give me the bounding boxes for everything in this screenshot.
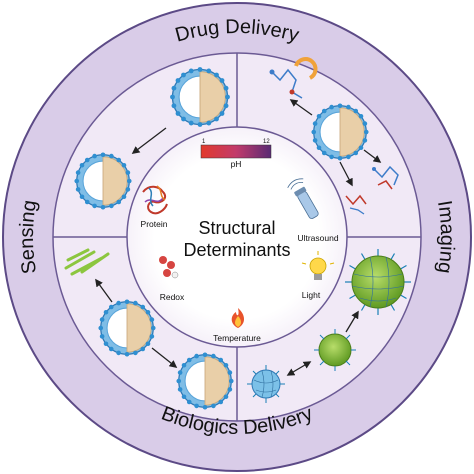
ultrasound-label: Ultrasound [297,233,338,243]
arrow-release-up [289,99,313,116]
temperature-label: Temperature [213,333,261,343]
arrow-release-right [363,149,382,163]
polymer-fragment-icon [269,57,318,99]
protein-label: Protein [141,219,168,229]
ph-max-label: 12 [263,139,270,145]
lightbulb-icon [301,251,335,280]
flame-icon [231,308,244,328]
ph-min-label: 1 [202,139,206,145]
redox-icon [159,256,179,279]
nanoparticle-large [345,249,411,315]
nanoparticle-medium [314,329,356,371]
arrow-drug [131,127,167,154]
protein-icon [142,185,168,215]
ph-scale: 1 12 pH [200,139,272,169]
center-title-line1: Structural [198,218,275,238]
nanoparticle-small [247,365,285,403]
arrow-imaging-bidirectional [286,361,312,376]
redox-label: Redox [160,292,185,302]
sensor-strands-icon [64,248,110,276]
arrow-imaging-up [345,310,359,333]
ultrasound-icon [287,178,319,219]
center-title-line2: Determinants [183,240,290,260]
arrow-release-down [339,161,353,187]
arrow-sensing [95,278,113,303]
ph-label: pH [231,159,242,169]
fragment-small-icon [345,194,367,215]
arrow-biologics [151,347,178,368]
fragment-cluster-icon [372,165,399,190]
light-label: Light [302,290,321,300]
